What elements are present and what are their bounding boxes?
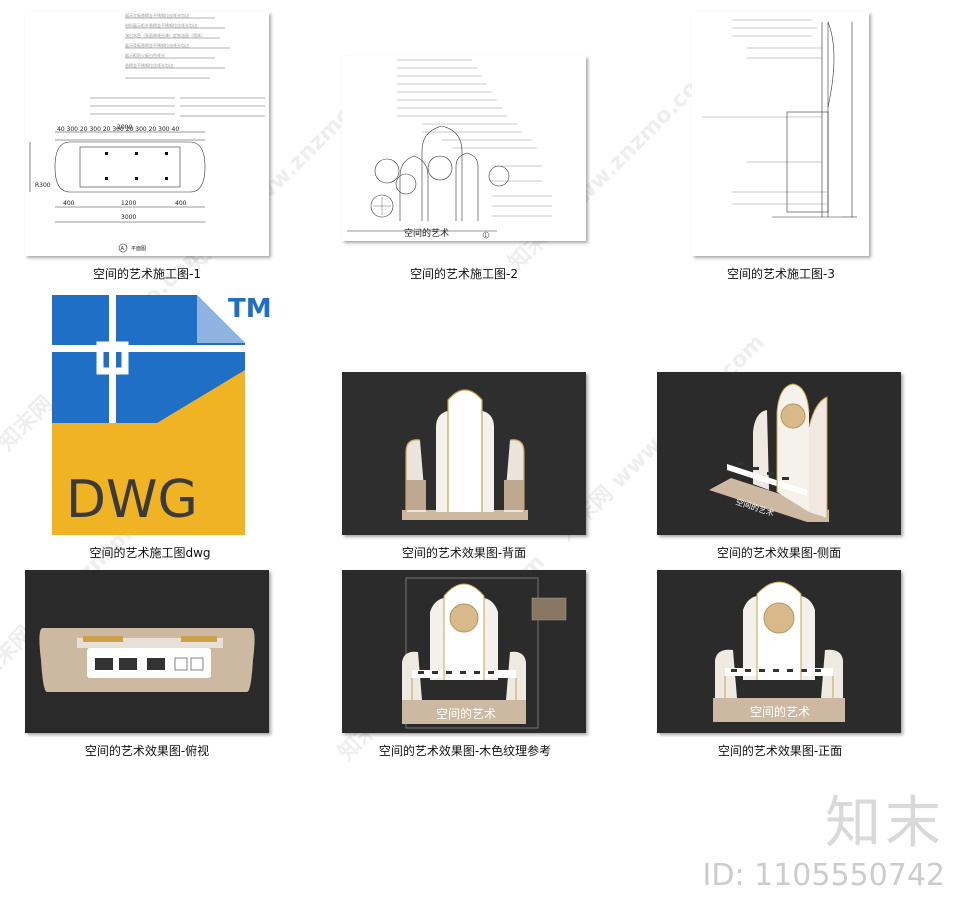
asset-id: ID: 1105550742 <box>702 858 945 893</box>
render-back-view <box>342 372 586 535</box>
dwg-icon-graphic: DWG TM <box>52 295 272 535</box>
section-drawing <box>702 19 857 218</box>
file-caption[interactable]: 空间的艺术施工图dwg <box>89 546 211 560</box>
model-brand-text: 空间的艺术 <box>436 706 496 721</box>
dim-text: 400 <box>63 200 75 207</box>
file-caption[interactable]: 空间的艺术效果图-侧面 <box>716 546 842 560</box>
render-thumbnail[interactable]: 空间的艺术 <box>657 570 901 733</box>
file-caption[interactable]: 空间的艺术效果图-正面 <box>717 744 843 758</box>
file-caption[interactable]: 空间的艺术效果图-背面 <box>401 546 527 560</box>
elevation-drawing: 空间的艺术 1 <box>347 59 552 239</box>
file-caption[interactable]: 空间的艺术施工图-2 <box>410 267 518 281</box>
drawing-thumbnail[interactable] <box>692 12 869 256</box>
render-top-view <box>25 570 269 733</box>
render-thumbnail[interactable] <box>342 372 586 535</box>
plan-title: 平面图 <box>131 246 146 252</box>
svg-text:淘白木色（表面做哑光漆）定制油画（墙体）: 淘白木色（表面做哑光漆）定制油画（墙体） <box>125 32 205 38</box>
model-brand-text: 空间的艺术 <box>750 704 810 719</box>
dim-text-top: 40 300 20 300 20 300 20 300 20 300 40 <box>57 126 179 133</box>
file-caption[interactable]: 空间的艺术施工图-3 <box>727 267 835 281</box>
render-thumbnail[interactable] <box>25 570 269 733</box>
dim-text: 400 <box>175 200 187 207</box>
file-caption[interactable]: 空间的艺术效果图-木色纹理参考 <box>378 744 552 758</box>
elevation-title: 空间的艺术 <box>404 227 449 239</box>
svg-text:展示背板香槟金不锈钢拉丝哑光包边: 展示背板香槟金不锈钢拉丝哑光包边 <box>125 42 189 48</box>
drawing-thumbnail[interactable]: 空间的艺术 1 <box>342 56 586 241</box>
svg-text:材料展示柜外香槟金不锈钢拉丝哑光包边: 材料展示柜外香槟金不锈钢拉丝哑光包边 <box>125 22 197 28</box>
render-side-view: 空间的艺术 <box>657 372 901 535</box>
dim-text: R300 <box>35 182 51 189</box>
render-thumbnail[interactable]: 空间的艺术 <box>342 570 586 733</box>
dim-text: 2000 <box>117 124 132 131</box>
plan-drawing: 展示立板香槟金不锈钢拉丝哑光包边 材料展示柜外香槟金不锈钢拉丝哑光包边 淘白木色… <box>29 12 265 253</box>
file-caption[interactable]: 空间的艺术施工图-1 <box>93 267 201 281</box>
dwg-file-icon[interactable]: DWG TM <box>52 295 272 535</box>
render-thumbnail[interactable]: 空间的艺术 <box>657 372 901 535</box>
file-caption[interactable]: 空间的艺术效果图-俯视 <box>84 744 210 758</box>
brand-logo: 知末 <box>825 791 945 856</box>
drawing-thumbnail[interactable]: 展示立板香槟金不锈钢拉丝哑光包边 材料展示柜外香槟金不锈钢拉丝哑光包边 淘白木色… <box>25 12 269 256</box>
section-mark: 1 <box>485 233 488 238</box>
svg-text:展示立板香槟金不锈钢拉丝哑光包边: 展示立板香槟金不锈钢拉丝哑光包边 <box>125 12 189 18</box>
svg-text:香槟金不锈钢拉丝哑光包边: 香槟金不锈钢拉丝哑光包边 <box>125 62 173 68</box>
render-front-view: 空间的艺术 <box>657 570 901 733</box>
render-wood-reference: 空间的艺术 <box>342 570 586 733</box>
svg-text:展示柜防火板白色哑光: 展示柜防火板白色哑光 <box>125 52 165 58</box>
trademark-mark: TM <box>228 295 272 324</box>
dim-text: 3000 <box>121 214 136 221</box>
plan-mark: A <box>121 246 125 252</box>
dim-text: 1200 <box>121 200 136 207</box>
dwg-label: DWG <box>66 470 198 530</box>
